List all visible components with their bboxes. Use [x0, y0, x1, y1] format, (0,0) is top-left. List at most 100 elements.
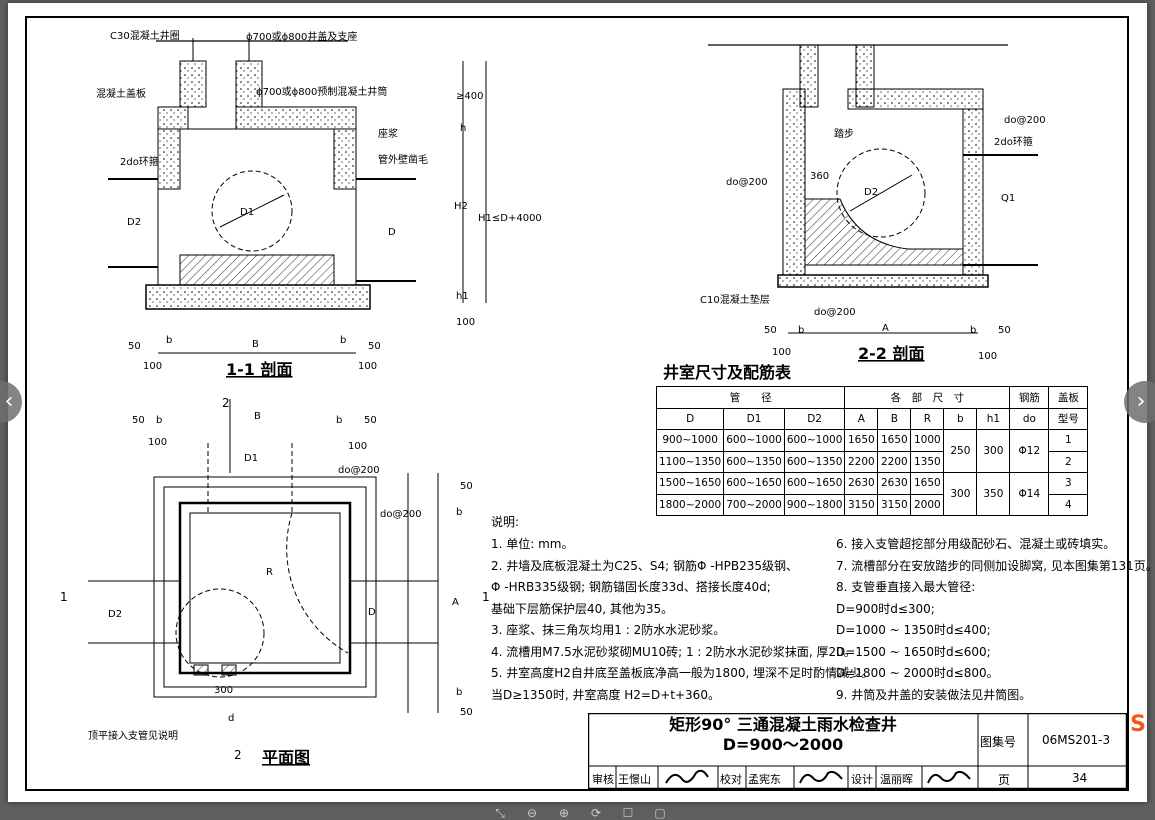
label-50-r: 50 — [368, 341, 381, 352]
reviewer-signature — [665, 769, 709, 784]
label-100-v: 100 — [456, 317, 475, 328]
checker-signature — [799, 770, 843, 784]
label-b-l: b — [166, 335, 172, 346]
label-ring2d: 2do环箍 — [120, 155, 159, 168]
plan-labels: 50 b B b 50 100 100 2 D1 do@200 do@200 R… — [60, 396, 490, 767]
page-icon[interactable]: ☐ — [622, 806, 634, 820]
drawing-sheet: C30混凝土井圈 ϕ700或ϕ800井盖及支座 混凝土盖板 ϕ700或ϕ800预… — [8, 3, 1155, 802]
label-do200-p2: do@200 — [380, 509, 422, 520]
label-100-p2: 100 — [348, 441, 367, 452]
th-type: 型号 — [1048, 407, 1089, 430]
label-c10: C10混凝土垫层 — [700, 293, 770, 306]
th-do: do — [1009, 407, 1050, 430]
label-do200-b: do@200 — [814, 307, 856, 318]
label-50-p1: 50 — [132, 415, 145, 426]
notes-title: 说明: — [491, 515, 520, 529]
section-2-2 — [708, 44, 1038, 334]
label-b-p3: b — [456, 507, 462, 518]
label-d: D — [388, 227, 396, 238]
label-50-p2: 50 — [364, 415, 377, 426]
reviewer-name: 王憬山 — [618, 773, 651, 786]
label-1-right: 1 — [482, 590, 490, 604]
label-b-p4: b — [456, 687, 462, 698]
th-r: R — [910, 407, 945, 430]
section-2-2-labels: 踏步 do@200 2do环箍 do@200 360 D2 Q1 C10混凝土垫… — [700, 115, 1046, 363]
label-2-top: 2 — [222, 396, 230, 410]
label-d-small: d — [228, 713, 234, 724]
section-1-1-labels: C30混凝土井圈 ϕ700或ϕ800井盖及支座 混凝土盖板 ϕ700或ϕ800预… — [96, 29, 542, 379]
label-B-p: B — [254, 411, 261, 422]
label-R: R — [266, 567, 273, 578]
plan-view — [88, 399, 439, 713]
label-seat: 座浆 — [378, 127, 398, 140]
section-2-2-title: 2-2 剖面 — [858, 344, 924, 363]
th-h1: h1 — [976, 407, 1011, 430]
page-number: 34 — [1072, 771, 1088, 785]
label-b-2r: b — [970, 325, 976, 336]
designer-signature — [927, 770, 971, 784]
label-topflat: 顶平接入支管见说明 — [88, 729, 178, 742]
th-b-small: b — [943, 407, 978, 430]
th-d1: D1 — [723, 407, 785, 430]
table-title: 井室尺寸及配筋表 — [663, 363, 792, 382]
fit-icon[interactable]: ⤡ — [495, 806, 505, 820]
label-A-p: A — [452, 597, 459, 608]
label-100-l: 100 — [143, 361, 162, 372]
label-pipe700: ϕ700或ϕ800预制混凝土井筒 — [256, 85, 387, 98]
label-100-2l: 100 — [772, 347, 791, 358]
label-do200-l: do@200 — [726, 177, 768, 188]
rotate-icon[interactable]: ⟳ — [590, 806, 602, 820]
label-h1: H1≤D+4000 — [478, 213, 542, 224]
check-label: 校对 — [720, 773, 742, 786]
design-label: 设计 — [851, 773, 873, 786]
label-d2-p: D2 — [108, 609, 122, 620]
notes-right: 6. 接入支管超挖部分用级配砂石、混凝土或砖填实。7. 流槽部分在安放踏步的同侧… — [836, 537, 1155, 702]
label-50-p4: 50 — [460, 707, 473, 718]
zoom-out-icon[interactable]: ⊖ — [526, 806, 538, 820]
label-h1-small: h1 — [456, 291, 469, 302]
atlas-label: 图集号 — [980, 735, 1017, 749]
label-h: h — [460, 123, 466, 134]
prev-page-button[interactable]: ‹ — [0, 381, 22, 423]
label-50-2r: 50 — [998, 325, 1011, 336]
label-d2: D2 — [127, 217, 141, 228]
label-b-p1: b — [156, 415, 162, 426]
spec-table: 管 径 各 部 尺 寸 钢筋 盖板 D D1 D2 A B R b h1 do … — [655, 386, 1089, 516]
label-100-r: 100 — [358, 361, 377, 372]
drawing-title: 矩形90° 三通混凝土雨水检查井 D=900～2000 — [669, 715, 897, 754]
label-50-2l: 50 — [764, 325, 777, 336]
label-100-2r: 100 — [978, 351, 997, 362]
review-label: 审核 — [592, 773, 614, 786]
label-b-p2: b — [336, 415, 342, 426]
group-pipe: 管 径 — [655, 386, 846, 409]
label-do200-p1: do@200 — [338, 465, 380, 476]
th-d2: D2 — [783, 407, 846, 430]
next-page-button[interactable]: › — [1124, 381, 1155, 423]
label-d-p: D — [368, 607, 376, 618]
fullscreen-icon[interactable]: ▢ — [654, 806, 666, 820]
drawing-canvas: C30混凝土井圈 ϕ700或ϕ800井盖及支座 混凝土盖板 ϕ700或ϕ800预… — [60, 29, 1046, 767]
label-50-p3: 50 — [460, 481, 473, 492]
page-label: 页 — [998, 773, 1011, 787]
label-cover: ϕ700或ϕ800井盖及支座 — [246, 30, 357, 43]
label-ring2d-r: 2do环箍 — [994, 135, 1033, 148]
notes-left: 1. 单位: mm。2. 井墙及底板混凝土为C25、S4; 钢筋Φ -HPB23… — [491, 537, 874, 702]
label-step: 踏步 — [834, 127, 854, 140]
label-d2-r: D2 — [864, 187, 878, 198]
th-d: D — [655, 407, 725, 430]
label-b-2l: b — [798, 325, 804, 336]
viewer-toolbar: ⤡ ⊖ ⊕ ⟳ ☐ ▢ — [450, 806, 710, 820]
atlas-number: 06MS201-3 — [1042, 733, 1111, 747]
label-d1-p: D1 — [244, 453, 258, 464]
checker-name: 孟宪东 — [748, 773, 781, 786]
zoom-in-icon[interactable]: ⊕ — [558, 806, 570, 820]
label-h2: H2 — [454, 201, 468, 212]
label-slab: 混凝土盖板 — [96, 87, 146, 100]
label-q1: Q1 — [1001, 193, 1015, 204]
label-ge400: ≥400 — [456, 91, 483, 102]
